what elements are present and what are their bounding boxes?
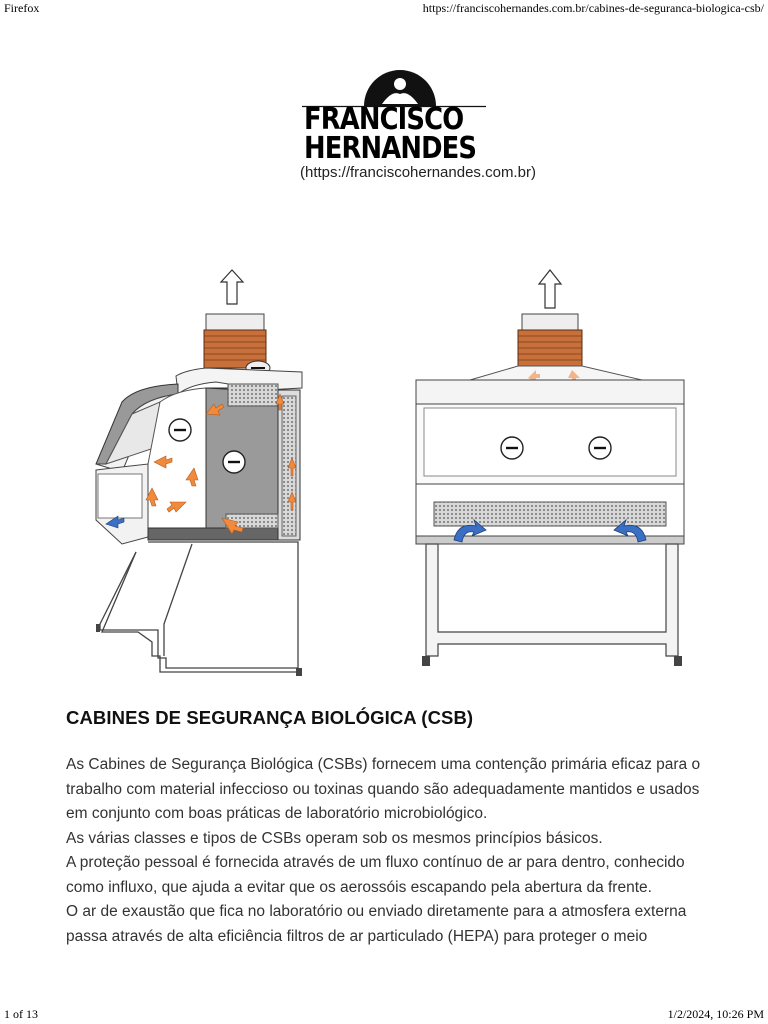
- browser-app-name: Firefox: [4, 1, 40, 15]
- article-line: As várias classes e tipos de CSBs operam…: [66, 829, 603, 847]
- logo-text-line2: HERNANDES: [304, 131, 477, 166]
- logo-text-line1: FRANCISCO: [304, 102, 464, 137]
- article-body: As Cabines de Segurança Biológica (CSBs)…: [66, 753, 706, 949]
- article-line: em conjunto com boas práticas de laborat…: [66, 805, 488, 822]
- print-datetime: 1/2/2024, 10:26 PM: [667, 1007, 764, 1021]
- biosafety-cabinet-illustration: [95, 269, 685, 676]
- article-line: como influxo, que ajuda a evitar que os …: [66, 878, 652, 896]
- site-logo[interactable]: FRANCISCO HERNANDES (https://franciscohe…: [300, 68, 550, 186]
- article-title: CABINES DE SEGURANÇA BIOLÓGICA (CSB): [66, 707, 474, 728]
- article-line: As Cabines de Segurança Biológica (CSBs)…: [66, 756, 701, 773]
- cabinet-front-view: [415, 269, 685, 666]
- article-line: passa através de alta eficiência filtros…: [66, 927, 648, 945]
- article-line: O ar de exaustão que fica no laboratório…: [66, 903, 687, 920]
- logo-emblem: [302, 70, 486, 108]
- article-line: A proteção pessoal é fornecida através d…: [66, 854, 685, 871]
- article-line: trabalho com material infeccioso ou toxi…: [66, 780, 700, 798]
- cabinet-side-view: [95, 269, 303, 676]
- page-url[interactable]: https://franciscohernandes.com.br/cabine…: [422, 1, 764, 15]
- page-count: 1 of 13: [4, 1007, 38, 1021]
- logo-url-text: (https://franciscohernandes.com.br): [300, 164, 536, 181]
